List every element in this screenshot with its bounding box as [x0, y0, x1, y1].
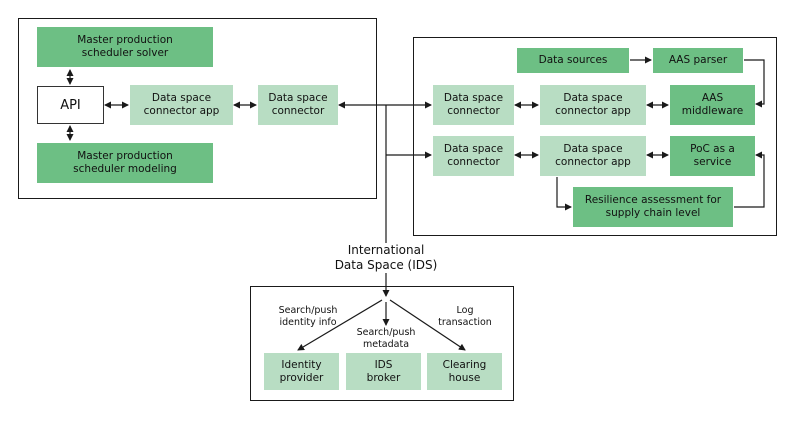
- api-box: API: [37, 86, 104, 124]
- left-connector-app-box: Data space connector app: [130, 85, 233, 125]
- right-connector-app-1-box: Data space connector app: [540, 85, 646, 125]
- scheduler-modeling-box: Master production scheduler modeling: [37, 143, 213, 183]
- data-sources-box: Data sources: [517, 48, 629, 73]
- left-connector-box: Data space connector: [258, 85, 338, 125]
- right-connector-app-2-box: Data space connector app: [540, 136, 646, 176]
- aas-middleware-box: AAS middleware: [670, 85, 755, 125]
- scheduler-solver-box: Master production scheduler solver: [37, 27, 213, 67]
- clearing-house-box: Clearing house: [427, 353, 502, 390]
- search-metadata-label: Search/push metadata: [356, 327, 416, 350]
- poc-service-box: PoC as a service: [670, 136, 755, 176]
- search-identity-label: Search/push identity info: [278, 305, 338, 328]
- ids-label: International Data Space (IDS): [325, 243, 447, 273]
- aas-parser-box: AAS parser: [653, 48, 743, 73]
- identity-provider-box: Identity provider: [264, 353, 339, 390]
- right-connector-2-box: Data space connector: [433, 136, 514, 176]
- right-connector-1-box: Data space connector: [433, 85, 514, 125]
- log-transaction-label: Log transaction: [438, 305, 492, 328]
- ids-broker-box: IDS broker: [346, 353, 421, 390]
- resilience-assessment-box: Resilience assessment for supply chain l…: [573, 187, 733, 227]
